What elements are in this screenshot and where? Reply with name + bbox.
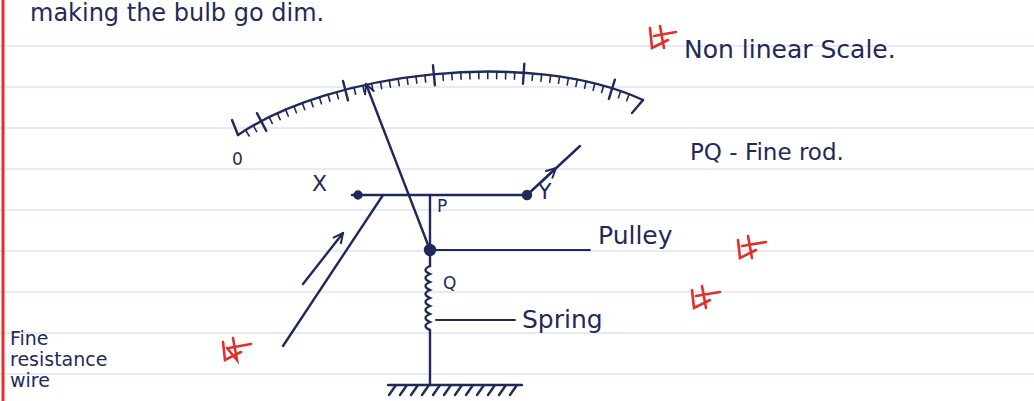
scale-tick bbox=[627, 94, 630, 101]
scale-tick bbox=[609, 80, 615, 99]
label: Spring bbox=[522, 306, 603, 334]
scale-tick bbox=[558, 77, 559, 84]
resistance-wire bbox=[283, 195, 383, 346]
scale-tick bbox=[540, 74, 542, 81]
scale-tick bbox=[311, 100, 313, 107]
hatch bbox=[389, 385, 396, 395]
ruled-lines bbox=[0, 46, 1034, 374]
scale-tick bbox=[549, 75, 551, 82]
scale-tick bbox=[523, 64, 524, 84]
label: Fine resistance wire bbox=[10, 328, 120, 391]
scale-tick bbox=[337, 92, 339, 99]
hatch bbox=[455, 385, 462, 395]
spring-wire bbox=[429, 255, 431, 266]
pointer bbox=[366, 84, 430, 250]
scale-tick bbox=[389, 80, 390, 87]
spring-wire bbox=[429, 330, 431, 385]
fine-rod bbox=[429, 195, 431, 250]
scale-tick bbox=[328, 95, 330, 102]
scale-tick bbox=[451, 73, 453, 80]
scale-tick bbox=[593, 83, 595, 90]
scale-tick bbox=[602, 86, 604, 93]
hatch bbox=[444, 385, 451, 395]
scale-tick bbox=[380, 82, 381, 89]
scale-ticks bbox=[246, 64, 630, 136]
pulley bbox=[425, 245, 435, 255]
scale-tick bbox=[487, 72, 489, 79]
scale-tick bbox=[576, 80, 577, 87]
scale-tick bbox=[415, 76, 417, 83]
scale-tick bbox=[531, 73, 533, 80]
scale-tick bbox=[253, 125, 256, 131]
hatch bbox=[466, 385, 473, 395]
scale-tick bbox=[496, 72, 498, 79]
scale-tick bbox=[442, 73, 444, 80]
terminal-dot bbox=[355, 192, 362, 199]
scale-tick bbox=[567, 78, 568, 85]
hatch bbox=[510, 385, 517, 395]
ground-hatch bbox=[388, 385, 522, 395]
label: Non linear Scale. bbox=[684, 36, 896, 64]
leader-line bbox=[436, 249, 590, 251]
scale-tick bbox=[319, 97, 321, 104]
margin-line bbox=[2, 0, 5, 401]
scale-tick bbox=[294, 106, 297, 113]
label: Y bbox=[538, 180, 551, 204]
scale-tick bbox=[286, 110, 289, 116]
scale-tick bbox=[460, 72, 462, 79]
scale-tick bbox=[372, 84, 373, 91]
label: P bbox=[437, 197, 447, 216]
hatch bbox=[477, 385, 484, 395]
leader-line bbox=[436, 319, 515, 321]
hatch bbox=[433, 385, 440, 395]
label: Q bbox=[443, 274, 456, 293]
tick-marks bbox=[223, 26, 766, 360]
scale-tick bbox=[469, 72, 471, 79]
scale-tick bbox=[585, 81, 587, 88]
scale-tick bbox=[269, 117, 272, 123]
scale-tick bbox=[618, 91, 620, 98]
hatch bbox=[488, 385, 495, 395]
scale-tick bbox=[277, 113, 280, 119]
scale-tick bbox=[354, 87, 356, 94]
scale-tick bbox=[424, 75, 426, 82]
scale-tick bbox=[433, 65, 435, 85]
scale-tick bbox=[257, 113, 266, 131]
spring bbox=[426, 266, 431, 330]
scale-tick bbox=[363, 85, 365, 92]
label: Pulley bbox=[598, 222, 673, 250]
scale-tick bbox=[406, 77, 409, 84]
scale-arc bbox=[238, 72, 643, 135]
label: X bbox=[312, 172, 327, 196]
hatch bbox=[422, 385, 429, 395]
hatch bbox=[400, 385, 407, 395]
label: making the bulb go dim. bbox=[30, 0, 324, 26]
scale-end bbox=[232, 120, 238, 135]
scale-tick bbox=[514, 72, 516, 79]
hatch bbox=[411, 385, 418, 395]
scale-tick bbox=[302, 103, 304, 110]
scale-tick bbox=[398, 79, 399, 86]
lead-wire bbox=[527, 146, 580, 195]
label: 0 bbox=[232, 150, 243, 169]
scale-tick bbox=[505, 72, 507, 79]
current-arrow bbox=[303, 233, 343, 284]
scale-tick bbox=[246, 130, 250, 136]
scale-tick bbox=[478, 72, 480, 79]
hatch bbox=[499, 385, 506, 395]
scale-tick bbox=[343, 81, 348, 100]
label: PQ - Fine rod. bbox=[690, 140, 844, 165]
scale-end bbox=[632, 100, 643, 113]
rod bbox=[352, 194, 527, 196]
